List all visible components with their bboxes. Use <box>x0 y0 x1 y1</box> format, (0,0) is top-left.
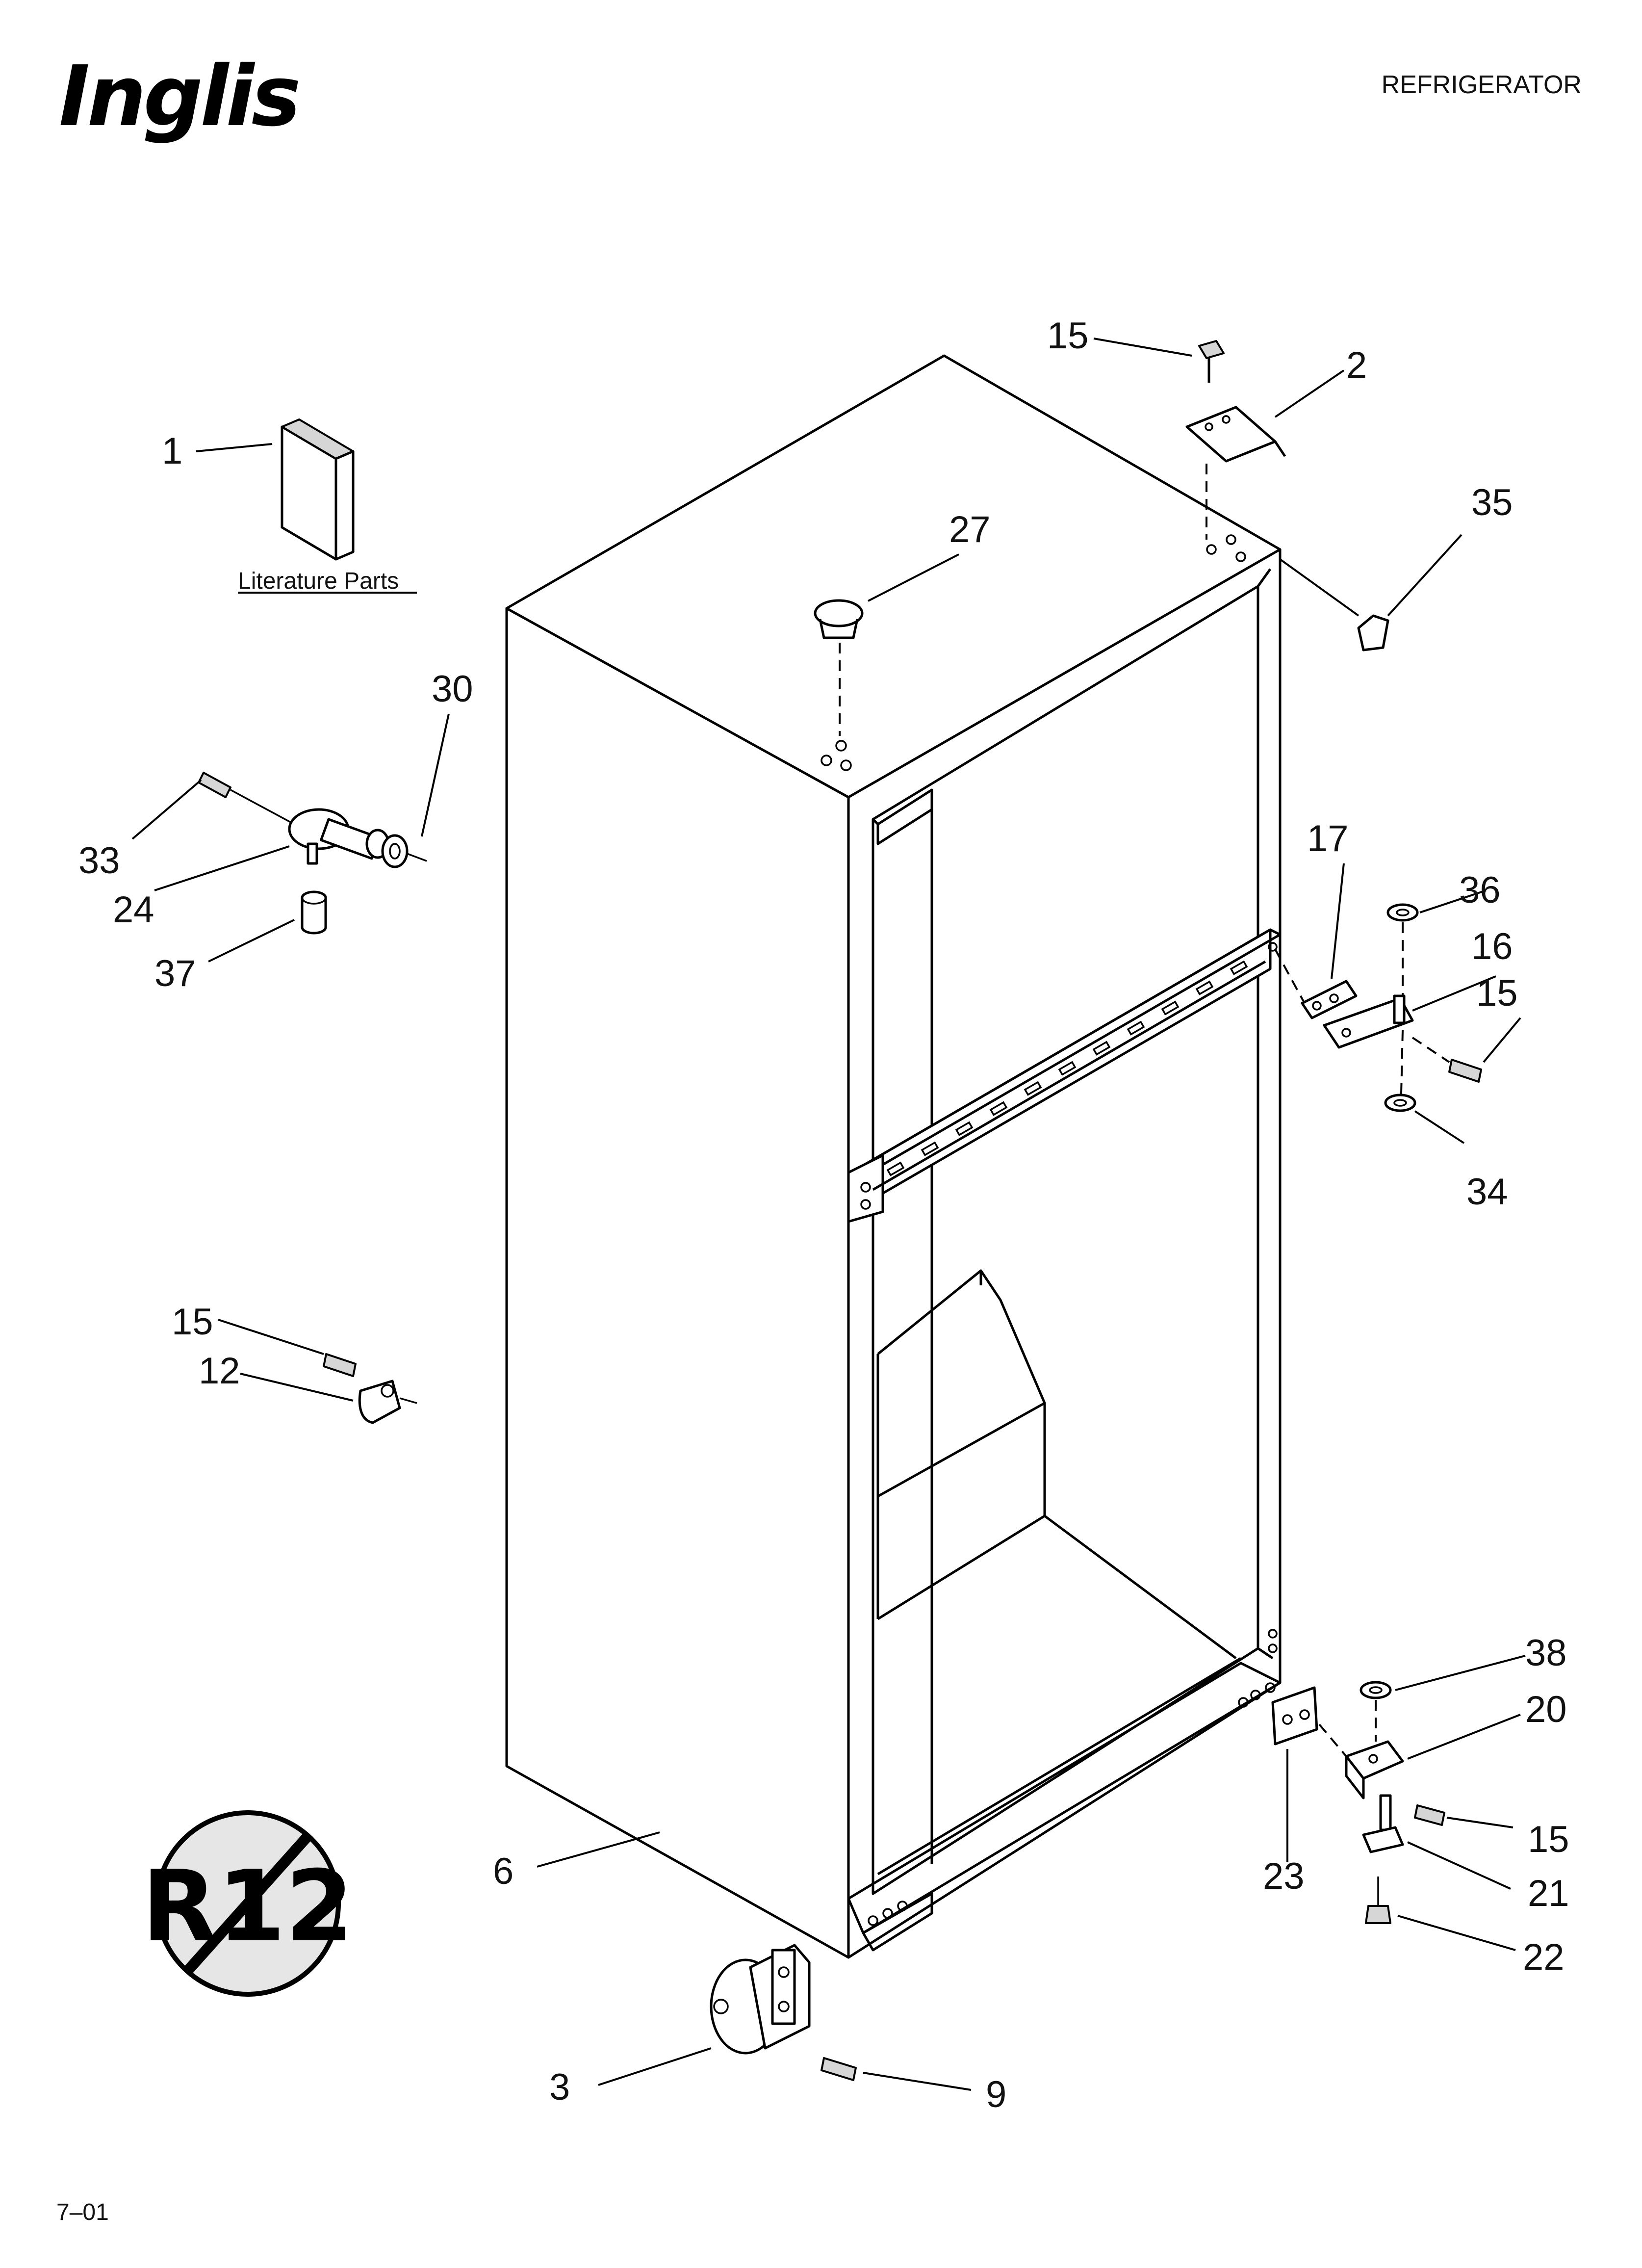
callout-labels: 1 15 2 35 27 30 33 24 37 15 12 17 36 16 … <box>78 315 1569 2115</box>
washer-30-icon <box>381 834 427 868</box>
washer-38-icon <box>1360 1681 1392 1699</box>
callout-33: 33 <box>78 840 120 882</box>
screw-top-icon <box>1198 340 1225 383</box>
callout-27: 27 <box>949 509 991 550</box>
callout-21: 21 <box>1528 1873 1569 1914</box>
refrigerator-cabinet <box>505 354 1282 1959</box>
callout-3: 3 <box>549 2066 570 2108</box>
divider-rail <box>847 928 1282 1223</box>
callout-16: 16 <box>1471 926 1513 967</box>
callout-22: 22 <box>1523 1936 1565 1978</box>
hinge-bracket-top-icon <box>1185 406 1286 463</box>
callout-36: 36 <box>1459 869 1501 911</box>
callout-20: 20 <box>1525 1689 1567 1730</box>
callout-30: 30 <box>432 668 473 710</box>
callout-15-left: 15 <box>172 1301 213 1343</box>
footer-code: 7–01 <box>56 2199 109 2225</box>
literature-book-icon <box>281 418 355 561</box>
callout-35: 35 <box>1471 482 1513 523</box>
callout-15-top: 15 <box>1047 315 1089 357</box>
no-r12-badge: R12 <box>142 1810 354 1997</box>
screw-33-icon <box>198 772 295 825</box>
washer-34-icon <box>1384 1094 1416 1112</box>
callout-2: 2 <box>1346 344 1367 386</box>
washer-36-icon <box>1386 903 1419 922</box>
hinge-pin-21-icon <box>1362 1794 1404 1853</box>
leader-lines <box>131 338 1526 2091</box>
plug-icon <box>814 599 864 639</box>
brand-logo: Inglis <box>59 48 299 145</box>
screw-22-icon <box>1365 1877 1391 1924</box>
callout-37: 37 <box>154 953 196 994</box>
spacer-37-icon <box>301 890 327 935</box>
hinge-cap-icon <box>1357 614 1389 652</box>
center-hinge-16-icon <box>1323 994 1414 1049</box>
literature-caption: Literature Parts <box>238 568 399 594</box>
door-stop-12-icon <box>358 1380 417 1424</box>
callout-17: 17 <box>1307 818 1349 860</box>
callout-34: 34 <box>1466 1171 1508 1213</box>
callout-1: 1 <box>162 430 182 472</box>
bottom-hinge-20-icon <box>1345 1740 1404 1799</box>
callout-6: 6 <box>493 1851 513 1892</box>
callout-24: 24 <box>113 889 154 931</box>
callout-15-right: 15 <box>1476 972 1518 1014</box>
callout-12: 12 <box>199 1350 240 1392</box>
screw-15-left-icon <box>323 1353 357 1377</box>
shim-17-icon <box>1301 980 1358 1019</box>
hinge-pin-24-icon <box>288 808 390 865</box>
section-title: REFRIGERATOR <box>1382 71 1582 99</box>
callout-9: 9 <box>986 2074 1006 2115</box>
shim-23-icon <box>1271 1686 1318 1746</box>
roller-assembly-3-icon <box>710 1944 811 2055</box>
screw-9-icon <box>821 2057 857 2081</box>
callout-38: 38 <box>1525 1632 1567 1674</box>
callout-23: 23 <box>1263 1855 1305 1897</box>
screw-15-right-icon <box>1448 1059 1482 1083</box>
callout-15-bottom: 15 <box>1528 1819 1569 1860</box>
screw-15-bottom-icon <box>1414 1804 1445 1826</box>
